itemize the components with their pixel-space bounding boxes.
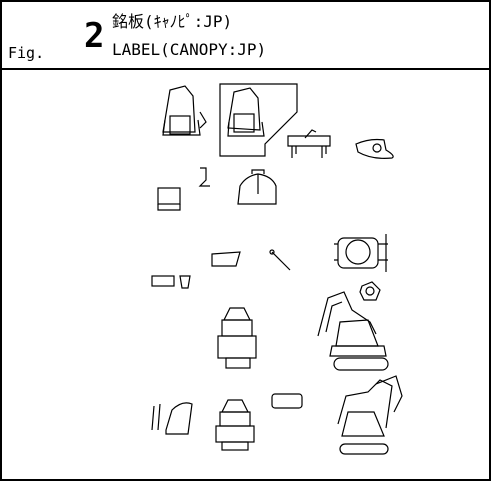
canopy-top-icon: [237, 169, 277, 205]
excavator-rear-view-icon: [217, 307, 257, 369]
figure-title-en: LABEL(CANOPY:JP): [112, 40, 267, 59]
bracket-icon: [198, 167, 210, 187]
operator-seat-icon: [162, 85, 207, 136]
small-box-icon: [151, 275, 175, 287]
figure-prefix: Fig.: [8, 44, 45, 62]
label-plate-icon: [211, 251, 241, 267]
battery-box-icon: [157, 187, 181, 211]
figure-number: 2: [84, 16, 105, 56]
figure-title-jp: 銘板(ｷｬﾉﾋﾟ:JP): [112, 12, 233, 31]
attachment-arm-icon: [151, 402, 193, 435]
lever-grip-icon: [355, 138, 394, 159]
excavator-side-view-2-icon: [337, 375, 403, 455]
operator-seat-highlighted-icon: [219, 83, 298, 157]
excavator-front-view-icon: [215, 399, 255, 451]
round-part-icon: [359, 281, 381, 301]
excavator-side-view-icon: [317, 291, 389, 371]
rounded-plate-icon: [271, 393, 303, 409]
control-panel-icon: [287, 129, 331, 158]
engine-top-view-icon: [334, 234, 388, 272]
wire-rod-icon: [269, 249, 291, 271]
small-tag-icon: [179, 275, 191, 289]
figure-header: [2, 2, 489, 70]
